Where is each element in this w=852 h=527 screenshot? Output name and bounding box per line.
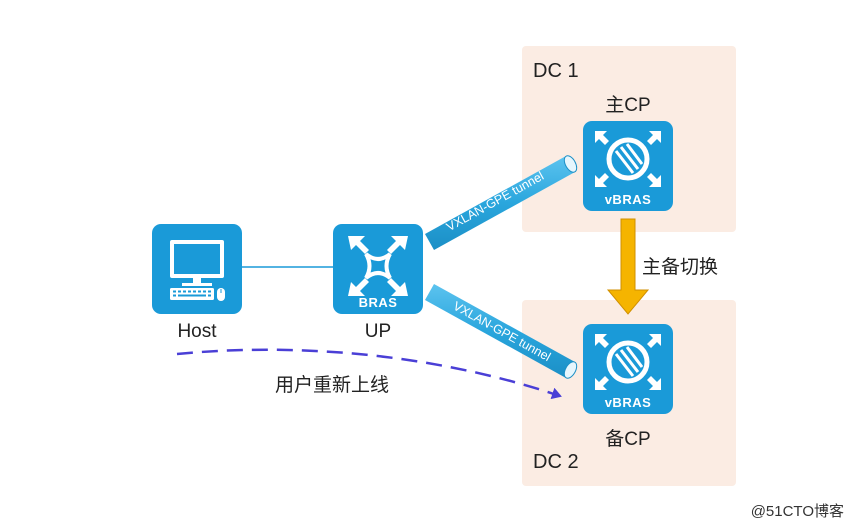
bras-router-icon xyxy=(348,236,408,296)
reconnect-arrow xyxy=(176,348,562,400)
dc1-label: DC 1 xyxy=(533,60,579,82)
lower-tunnel-label: VXLAN-GPE tunnel xyxy=(451,299,553,364)
switchover-label: 主备切换 xyxy=(642,257,719,278)
dc2-vbras-tile: vBRAS xyxy=(583,324,673,414)
dc2-tile-label: vBRAS xyxy=(604,395,652,410)
host-tile xyxy=(152,224,242,314)
dc1-vbras-tile: vBRAS xyxy=(583,121,673,211)
dc1-cp-caption: 主CP xyxy=(605,95,651,116)
up-tile-label: BRAS xyxy=(358,295,398,310)
host-computer-icon xyxy=(170,240,225,301)
watermark: @51CTO博客 xyxy=(750,503,844,520)
dc2-cp-caption: 备CP xyxy=(605,429,651,450)
up-caption: UP xyxy=(364,321,392,342)
up-bras-tile: BRAS xyxy=(333,224,423,314)
dc2-label: DC 2 xyxy=(533,451,579,473)
dc1-tile-label: vBRAS xyxy=(604,192,652,207)
switchover-arrow xyxy=(606,218,650,315)
lower-tunnel: VXLAN-GPE tunnel xyxy=(425,284,578,379)
vbras-gear-icon xyxy=(595,334,661,390)
reconnect-label: 用户重新上线 xyxy=(275,375,390,396)
host-caption: Host xyxy=(177,321,217,342)
vbras-gear-icon xyxy=(595,131,661,187)
upper-tunnel-label: VXLAN-GPE tunnel xyxy=(444,169,546,234)
upper-tunnel: VXLAN-GPE tunnel xyxy=(425,155,578,250)
